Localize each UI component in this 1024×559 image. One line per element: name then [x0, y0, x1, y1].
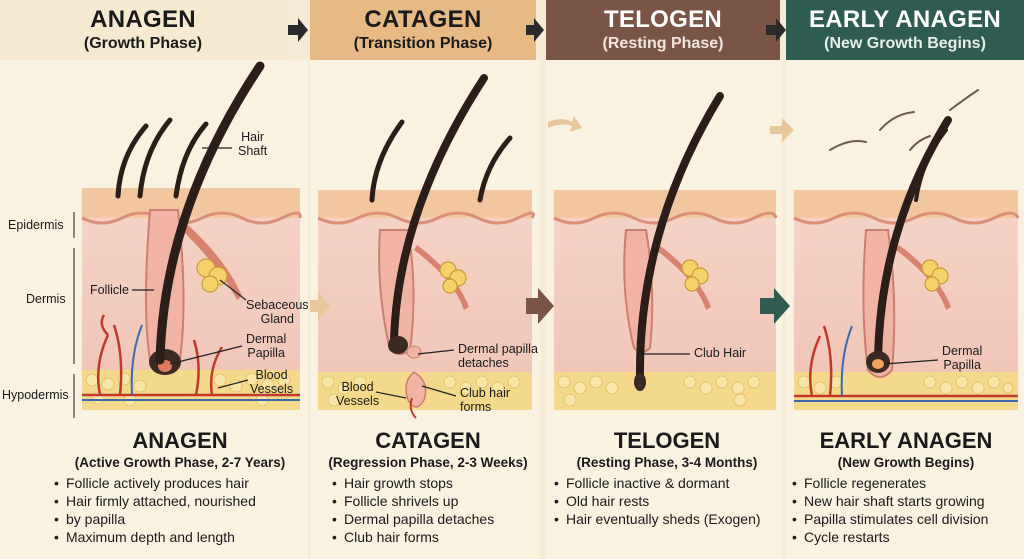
label-blood-vessels: Blood Vessels	[250, 368, 294, 396]
arrow-right-icon	[760, 288, 790, 324]
catagen-skin	[317, 74, 535, 419]
bullet-item: Old hair rests	[552, 492, 782, 510]
bullet-item: Dermal papilla detaches	[330, 510, 540, 528]
header-early-anagen: EARLY ANAGEN (New Growth Begins)	[786, 0, 1024, 60]
header-title: TELOGEN	[603, 6, 723, 33]
summary-bullets: Follicle regenerates New hair shaft star…	[790, 474, 1022, 546]
header-subtitle: (Transition Phase)	[353, 35, 493, 52]
arrow-right-icon	[548, 116, 582, 132]
telogen-skin	[553, 92, 778, 410]
bullet-item: Follicle regenerates	[790, 474, 1022, 492]
label-dermal-papilla: Dermal Papilla	[246, 332, 287, 360]
bullet-item: Hair growth stops	[330, 474, 540, 492]
header-arrows	[288, 18, 786, 42]
header-title: CATAGEN	[364, 6, 482, 33]
layer-label-dermis: Dermis	[26, 292, 66, 306]
label-blood-vessels: Blood Vessels	[336, 380, 380, 408]
layer-label-epidermis: Epidermis	[8, 218, 64, 232]
label-dermal-papilla-detaches: Dermal papilla detaches	[458, 342, 538, 370]
arrow-right-icon	[288, 18, 308, 42]
summary-title: TELOGEN	[613, 428, 721, 453]
header-title: ANAGEN	[90, 6, 196, 33]
summary-early-anagen: EARLY ANAGEN (New Growth Begins) Follicl…	[790, 428, 1022, 546]
arrow-right-icon	[310, 292, 330, 320]
layer-label-hypodermis: Hypodermis	[2, 388, 69, 402]
bullet-item: by papilla	[52, 510, 308, 528]
summary-title: CATAGEN	[375, 428, 481, 453]
header-telogen: TELOGEN (Resting Phase)	[546, 0, 780, 60]
header-title: EARLY ANAGEN	[808, 6, 1002, 33]
arrow-right-icon	[766, 18, 786, 42]
header-subtitle: (New Growth Begins)	[824, 35, 986, 52]
phase-arrows	[310, 116, 794, 324]
summary-telogen: TELOGEN (Resting Phase, 3-4 Months) Foll…	[552, 428, 782, 528]
arrow-right-icon	[770, 118, 794, 142]
label-follicle: Follicle	[90, 283, 129, 297]
summary-bullets: Follicle actively produces hair Hair fir…	[52, 474, 308, 546]
anagen-skin	[81, 61, 302, 410]
bullet-item: Follicle shrivels up	[330, 492, 540, 510]
summary-subtitle: (Active Growth Phase, 2-7 Years)	[74, 455, 286, 470]
summary-title: EARLY ANAGEN	[819, 428, 993, 453]
summary-subtitle: (Regression Phase, 2-3 Weeks)	[328, 455, 528, 470]
bullet-item: Cycle restarts	[790, 528, 1022, 546]
summary-bullets: Follicle inactive & dormant Old hair res…	[552, 474, 782, 528]
bullet-item: Follicle inactive & dormant	[552, 474, 782, 492]
header-anagen: ANAGEN (Growth Phase)	[0, 0, 286, 60]
early-anagen-skin	[793, 89, 1020, 410]
summary-subtitle: (Resting Phase, 3-4 Months)	[576, 455, 758, 470]
arrow-right-icon	[526, 288, 554, 324]
header-subtitle: (Growth Phase)	[83, 35, 203, 52]
label-club-hair: Club Hair	[694, 346, 747, 360]
arrow-right-icon	[526, 18, 544, 42]
label-hair-shaft: Hair Shaft	[238, 130, 268, 158]
summary-catagen: CATAGEN (Regression Phase, 2-3 Weeks) Ha…	[316, 428, 540, 546]
label-dermal-papilla: Dermal Papilla	[942, 344, 983, 372]
bullet-item: Papilla stimulates cell division	[790, 510, 1022, 528]
bullet-item: Hair eventually sheds (Exogen)	[552, 510, 782, 528]
summary-anagen: ANAGEN (Active Growth Phase, 2-7 Years) …	[52, 428, 308, 546]
bullet-item: Club hair forms	[330, 528, 540, 546]
label-sebaceous-gland: Sebaceous Gland	[246, 298, 309, 326]
header-catagen: CATAGEN (Transition Phase)	[310, 0, 536, 60]
summary-subtitle: (New Growth Begins)	[837, 455, 975, 470]
label-club-hair-forms: Club hair forms	[460, 386, 511, 414]
bullet-item: Follicle actively produces hair	[52, 474, 308, 492]
summary-bullets: Hair growth stops Follicle shrivels up D…	[316, 474, 540, 546]
bullet-item: New hair shaft starts growing	[790, 492, 1022, 510]
header-subtitle: (Resting Phase)	[602, 35, 724, 52]
summary-title: ANAGEN	[132, 428, 228, 453]
bullet-item: Maximum depth and length	[52, 528, 308, 546]
bullet-item: Hair firmly attached, nourished	[52, 492, 308, 510]
